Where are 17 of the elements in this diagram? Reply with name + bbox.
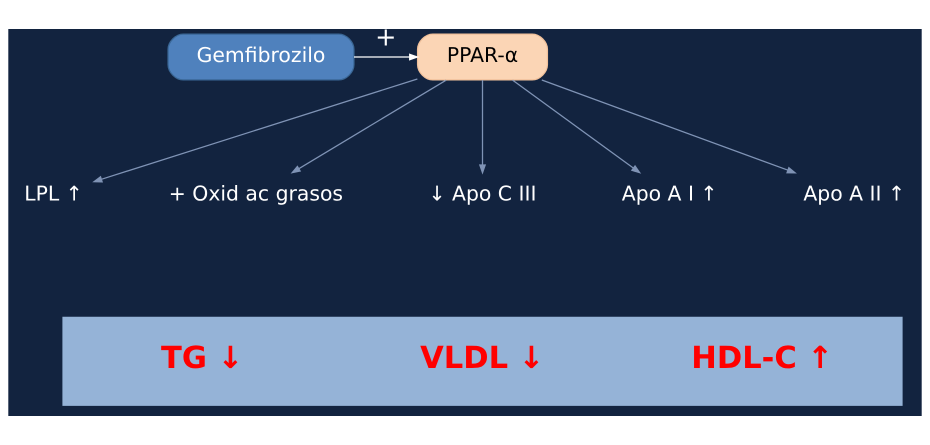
arrow (290, 80, 446, 174)
node-box: PPAR-α (416, 33, 548, 81)
arrow (478, 80, 486, 175)
node-text: LPL ↑ (24, 182, 83, 206)
node-text: ↓ Apo C III (428, 182, 537, 206)
arrow (512, 80, 642, 174)
node-box: Gemfibrozilo (167, 33, 355, 81)
arrow (354, 53, 420, 61)
arrow (542, 79, 797, 174)
node-text: Apo A I ↑ (622, 182, 718, 206)
label: TG ↓ (161, 340, 244, 376)
label: HDL-C ↑ (691, 340, 833, 376)
node-text: + Oxid ac grasos (168, 182, 344, 206)
edge-label: + (375, 22, 396, 53)
arrow (92, 78, 418, 183)
label: VLDL ↓ (420, 340, 544, 376)
node-text: Apo A II ↑ (803, 182, 906, 206)
